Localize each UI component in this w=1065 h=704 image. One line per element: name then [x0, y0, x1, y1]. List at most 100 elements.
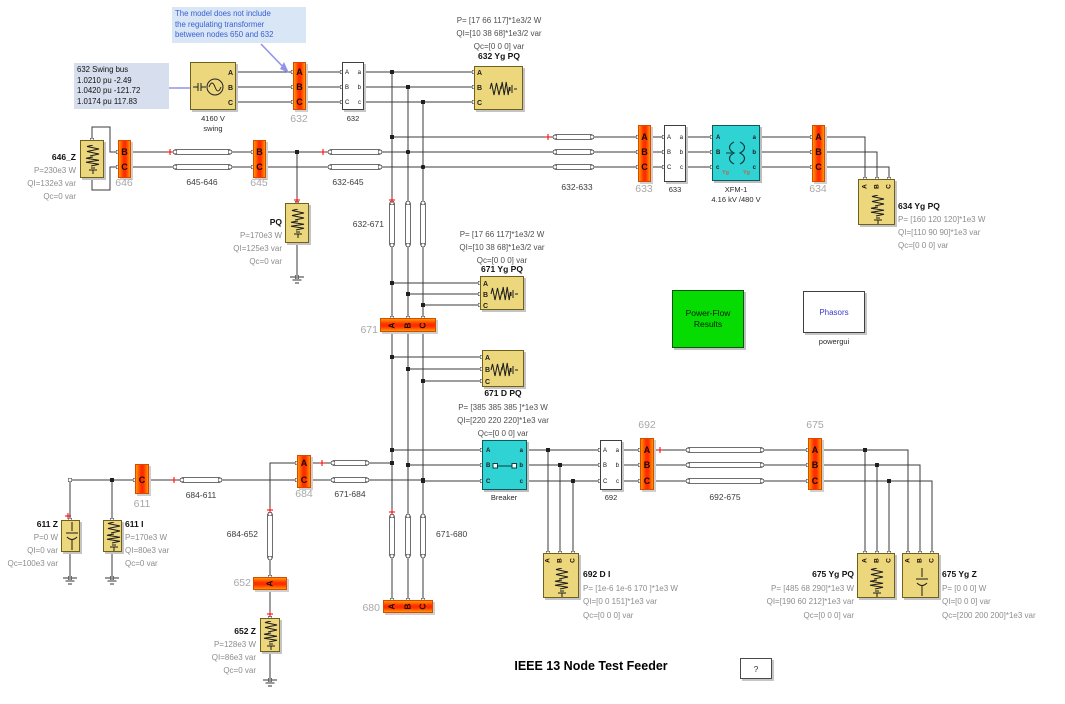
wire-90[interactable]: [822, 464, 921, 553]
powergui-block[interactable]: Phasors: [803, 291, 865, 333]
line-692-675-c-line-block[interactable]: [687, 478, 763, 484]
label-line-684-611[interactable]: 684-611: [51, 490, 351, 501]
label-line-671-684[interactable]: 671-684: [200, 489, 500, 500]
label-line-684-652[interactable]: 684-652: [227, 529, 258, 540]
wire-36[interactable]: [91, 166, 118, 191]
wire-59[interactable]: [269, 462, 297, 514]
line-671-680-b-line-block[interactable]: [405, 515, 411, 557]
wire-33[interactable]: [825, 151, 878, 179]
load-646-z[interactable]: [80, 140, 104, 178]
label-line-692-675[interactable]: 692-675: [575, 492, 875, 503]
text-632yg-title[interactable]: 632 Yg PQ: [349, 51, 649, 62]
swing-bus-annotation[interactable]: 632 Swing bus 1.0210 pu -2.49 1.0420 pu …: [74, 63, 169, 109]
label-line-671-680[interactable]: 671-680: [436, 529, 467, 540]
line-684-652-a-line-block[interactable]: [267, 513, 273, 559]
label-breaker[interactable]: Breaker: [354, 492, 654, 503]
wire-32[interactable]: [825, 136, 866, 179]
line-692-675-a-line-block[interactable]: [687, 447, 763, 453]
load-645-pq[interactable]: [285, 203, 309, 243]
label-bus-680[interactable]: 680: [362, 603, 380, 614]
load-611-i[interactable]: [103, 520, 122, 552]
label-bus-645[interactable]: 645: [109, 178, 409, 189]
label-line-632-671[interactable]: 632-671: [353, 219, 384, 230]
load-611-z[interactable]: [61, 520, 80, 552]
line-684-611-c-line-block[interactable]: [181, 477, 221, 483]
wire-34[interactable]: [825, 166, 890, 179]
bus-652[interactable]: A: [253, 577, 287, 590]
model-note-annotation[interactable]: The model does not include the regulatin…: [172, 7, 306, 43]
label-bus-611[interactable]: 611: [0, 499, 292, 510]
text-671d-title[interactable]: 671 D PQ: [353, 388, 653, 399]
line-692-675-b-line-block[interactable]: [687, 462, 763, 468]
label-bus-634[interactable]: 634: [668, 184, 968, 195]
label-bus-692[interactable]: 692: [497, 420, 797, 431]
line-632-633-c-line-block[interactable]: [554, 164, 593, 170]
label-meas-633[interactable]: 633: [525, 184, 825, 195]
diagram-title[interactable]: IEEE 13 Node Test Feeder: [514, 659, 668, 673]
label-line-632-645[interactable]: 632-645: [198, 177, 498, 188]
line-632-633-a-line-block[interactable]: [554, 134, 593, 140]
label-powergui[interactable]: powergui: [684, 336, 984, 347]
label-line-632-633[interactable]: 632-633: [427, 182, 727, 193]
label-bus-671[interactable]: 671: [360, 325, 378, 336]
line-632-645-c-line-block[interactable]: [329, 164, 381, 170]
help-button[interactable]: ?: [740, 658, 772, 679]
load-652-z[interactable]: [260, 618, 280, 652]
line-632-633-b-line-block[interactable]: [554, 149, 593, 155]
wire-92[interactable]: [822, 480, 933, 553]
label-bus-675[interactable]: 675: [665, 420, 965, 431]
text-671yg-title[interactable]: 671 Yg PQ: [352, 264, 652, 275]
label-bus-646[interactable]: 646: [0, 178, 274, 189]
wire-88[interactable]: [822, 449, 909, 553]
label-bus-632[interactable]: 632: [149, 114, 449, 125]
wire-35[interactable]: [91, 126, 118, 153]
label-meas-692[interactable]: 692: [461, 492, 761, 503]
line-645-646-b-line-block[interactable]: [174, 149, 231, 155]
label-line-645-646[interactable]: 645-646: [52, 177, 352, 188]
bus-611[interactable]: C: [135, 464, 149, 494]
line-645-646-c-line-block[interactable]: [174, 164, 231, 170]
label-bus-633[interactable]: 633: [494, 184, 794, 195]
label-bus-684[interactable]: 684: [154, 489, 454, 500]
label-meas-632[interactable]: 632: [203, 113, 503, 124]
line-632-645-b-line-block[interactable]: [329, 149, 381, 155]
line-671-680-a-line-block[interactable]: [389, 515, 395, 557]
line-671-684-a-line-block[interactable]: [332, 460, 368, 466]
